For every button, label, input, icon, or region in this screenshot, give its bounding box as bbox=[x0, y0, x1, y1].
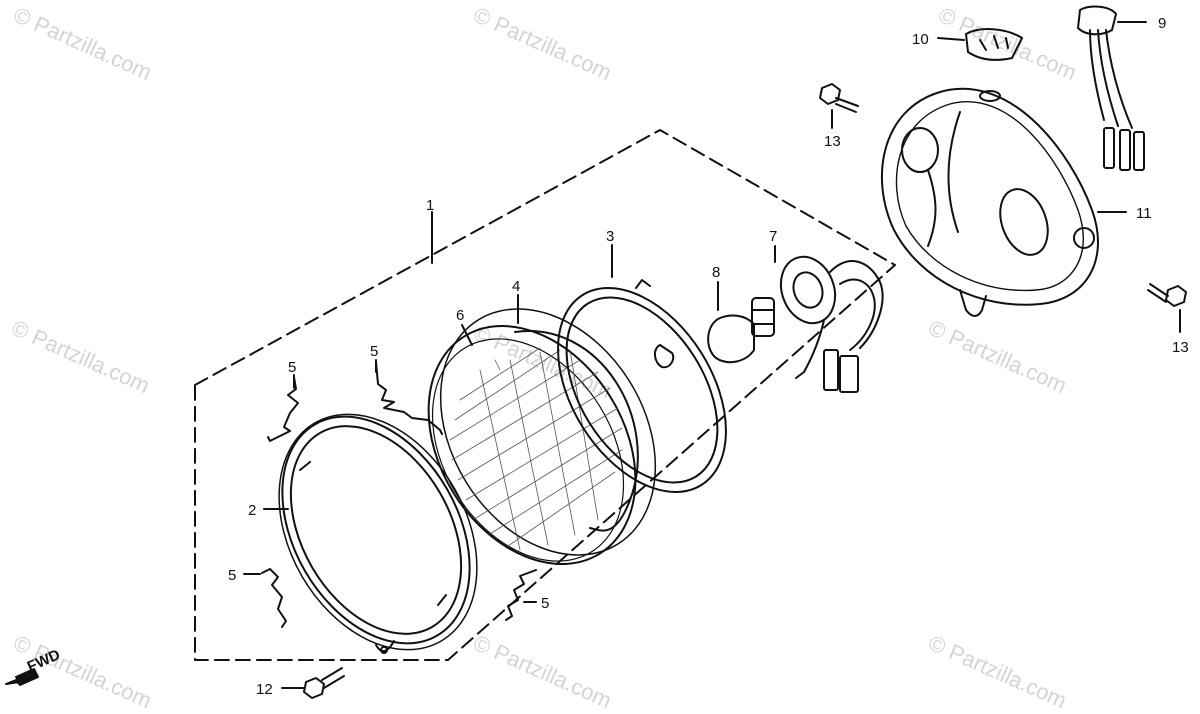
callout-1: 1 bbox=[426, 197, 434, 214]
bulb-socket bbox=[779, 255, 884, 393]
callout-6: 6 bbox=[456, 307, 464, 324]
indicator-lens bbox=[965, 28, 1023, 61]
callout-5b: 5 bbox=[370, 343, 378, 360]
callout-7: 7 bbox=[769, 228, 777, 245]
retaining-ring bbox=[514, 330, 639, 532]
bolt-13-upper bbox=[819, 83, 859, 113]
callout-13a: 13 bbox=[824, 133, 841, 150]
headlight-rim bbox=[278, 413, 478, 654]
spring-clip-4 bbox=[505, 569, 537, 621]
callout-9: 9 bbox=[1158, 15, 1166, 32]
callout-4: 4 bbox=[512, 278, 520, 295]
bolt-13-right bbox=[1147, 283, 1187, 307]
callout-5c: 5 bbox=[228, 567, 236, 584]
fwd-label: FWD bbox=[25, 646, 63, 675]
leader-10 bbox=[937, 37, 965, 41]
callout-11: 11 bbox=[1136, 205, 1152, 222]
callout-5a: 5 bbox=[288, 359, 296, 376]
fwd-arrow-icon bbox=[5, 668, 39, 686]
callout-2: 2 bbox=[248, 502, 256, 519]
screw-12 bbox=[303, 667, 345, 699]
leader-6 bbox=[461, 324, 473, 346]
spring-clip-3 bbox=[261, 568, 287, 628]
callout-12: 12 bbox=[256, 681, 273, 698]
callout-3: 3 bbox=[606, 228, 614, 245]
callout-10: 10 bbox=[912, 31, 929, 48]
indicator-socket bbox=[1077, 5, 1145, 171]
callout-8: 8 bbox=[712, 264, 720, 281]
spring-clip-1 bbox=[267, 376, 299, 442]
spring-clip-2 bbox=[375, 361, 443, 435]
callout-13b: 13 bbox=[1172, 339, 1189, 356]
headlight-lens-unit bbox=[427, 308, 657, 565]
headlight-bulb bbox=[707, 297, 775, 364]
headlight-case bbox=[881, 87, 1099, 317]
assembly-boundary bbox=[194, 129, 896, 661]
lens-pattern bbox=[449, 347, 623, 551]
callout-5d: 5 bbox=[541, 595, 549, 612]
lens-seal-ring bbox=[557, 279, 727, 493]
